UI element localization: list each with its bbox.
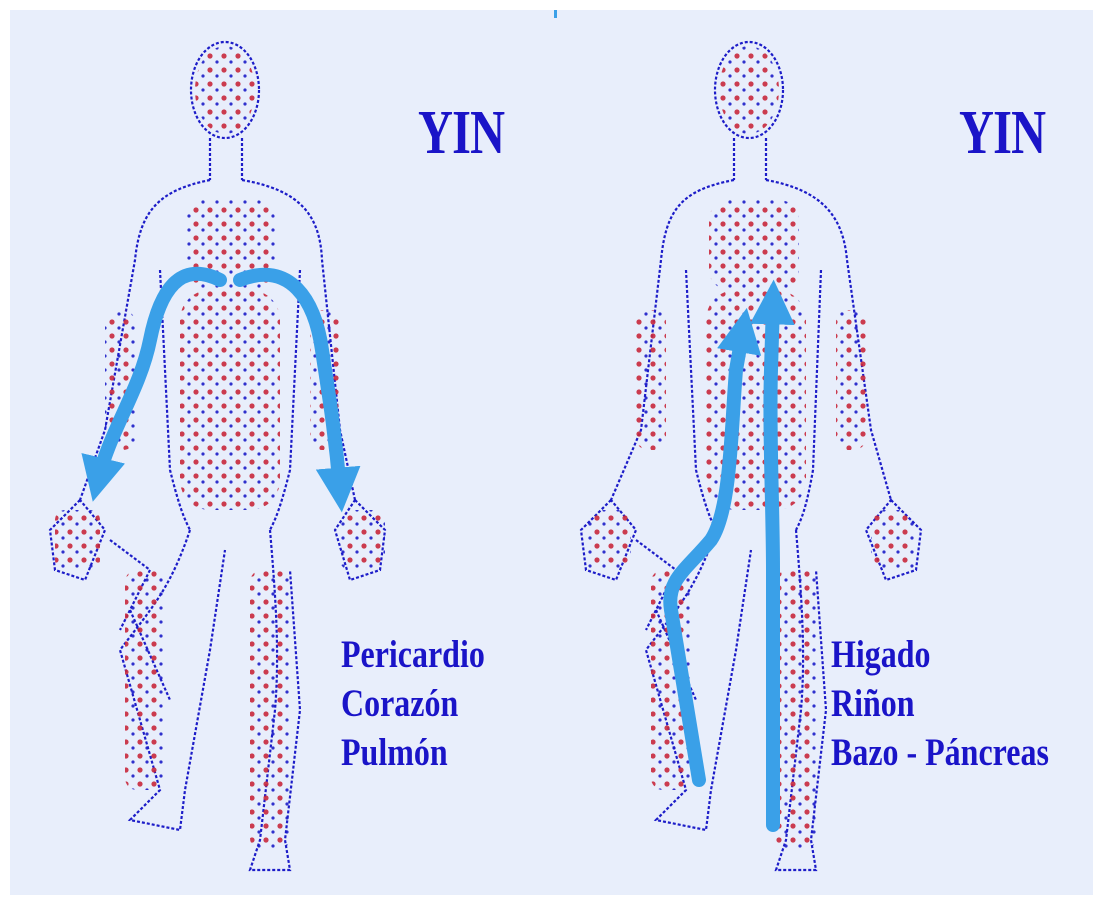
organ-label: Corazón bbox=[341, 679, 485, 728]
panel-right: YIN Higado Riñon Bazo - Páncreas bbox=[551, 10, 1092, 895]
yin-title: YIN bbox=[418, 102, 504, 164]
organ-list: Pericardio Corazón Pulmón bbox=[341, 630, 485, 777]
organ-list: Higado Riñon Bazo - Páncreas bbox=[831, 630, 1049, 777]
organ-label: Higado bbox=[831, 630, 1049, 679]
organ-label: Riñon bbox=[831, 679, 1049, 728]
organ-label: Pericardio bbox=[341, 630, 485, 679]
speck-mark bbox=[554, 10, 557, 18]
panel-left: YIN Pericardio Corazón Pulmón bbox=[10, 10, 551, 895]
diagram-canvas: YIN Pericardio Corazón Pulmón bbox=[10, 10, 1093, 895]
yin-title: YIN bbox=[959, 102, 1045, 164]
organ-label: Pulmón bbox=[341, 728, 485, 777]
organ-label: Bazo - Páncreas bbox=[831, 728, 1049, 777]
